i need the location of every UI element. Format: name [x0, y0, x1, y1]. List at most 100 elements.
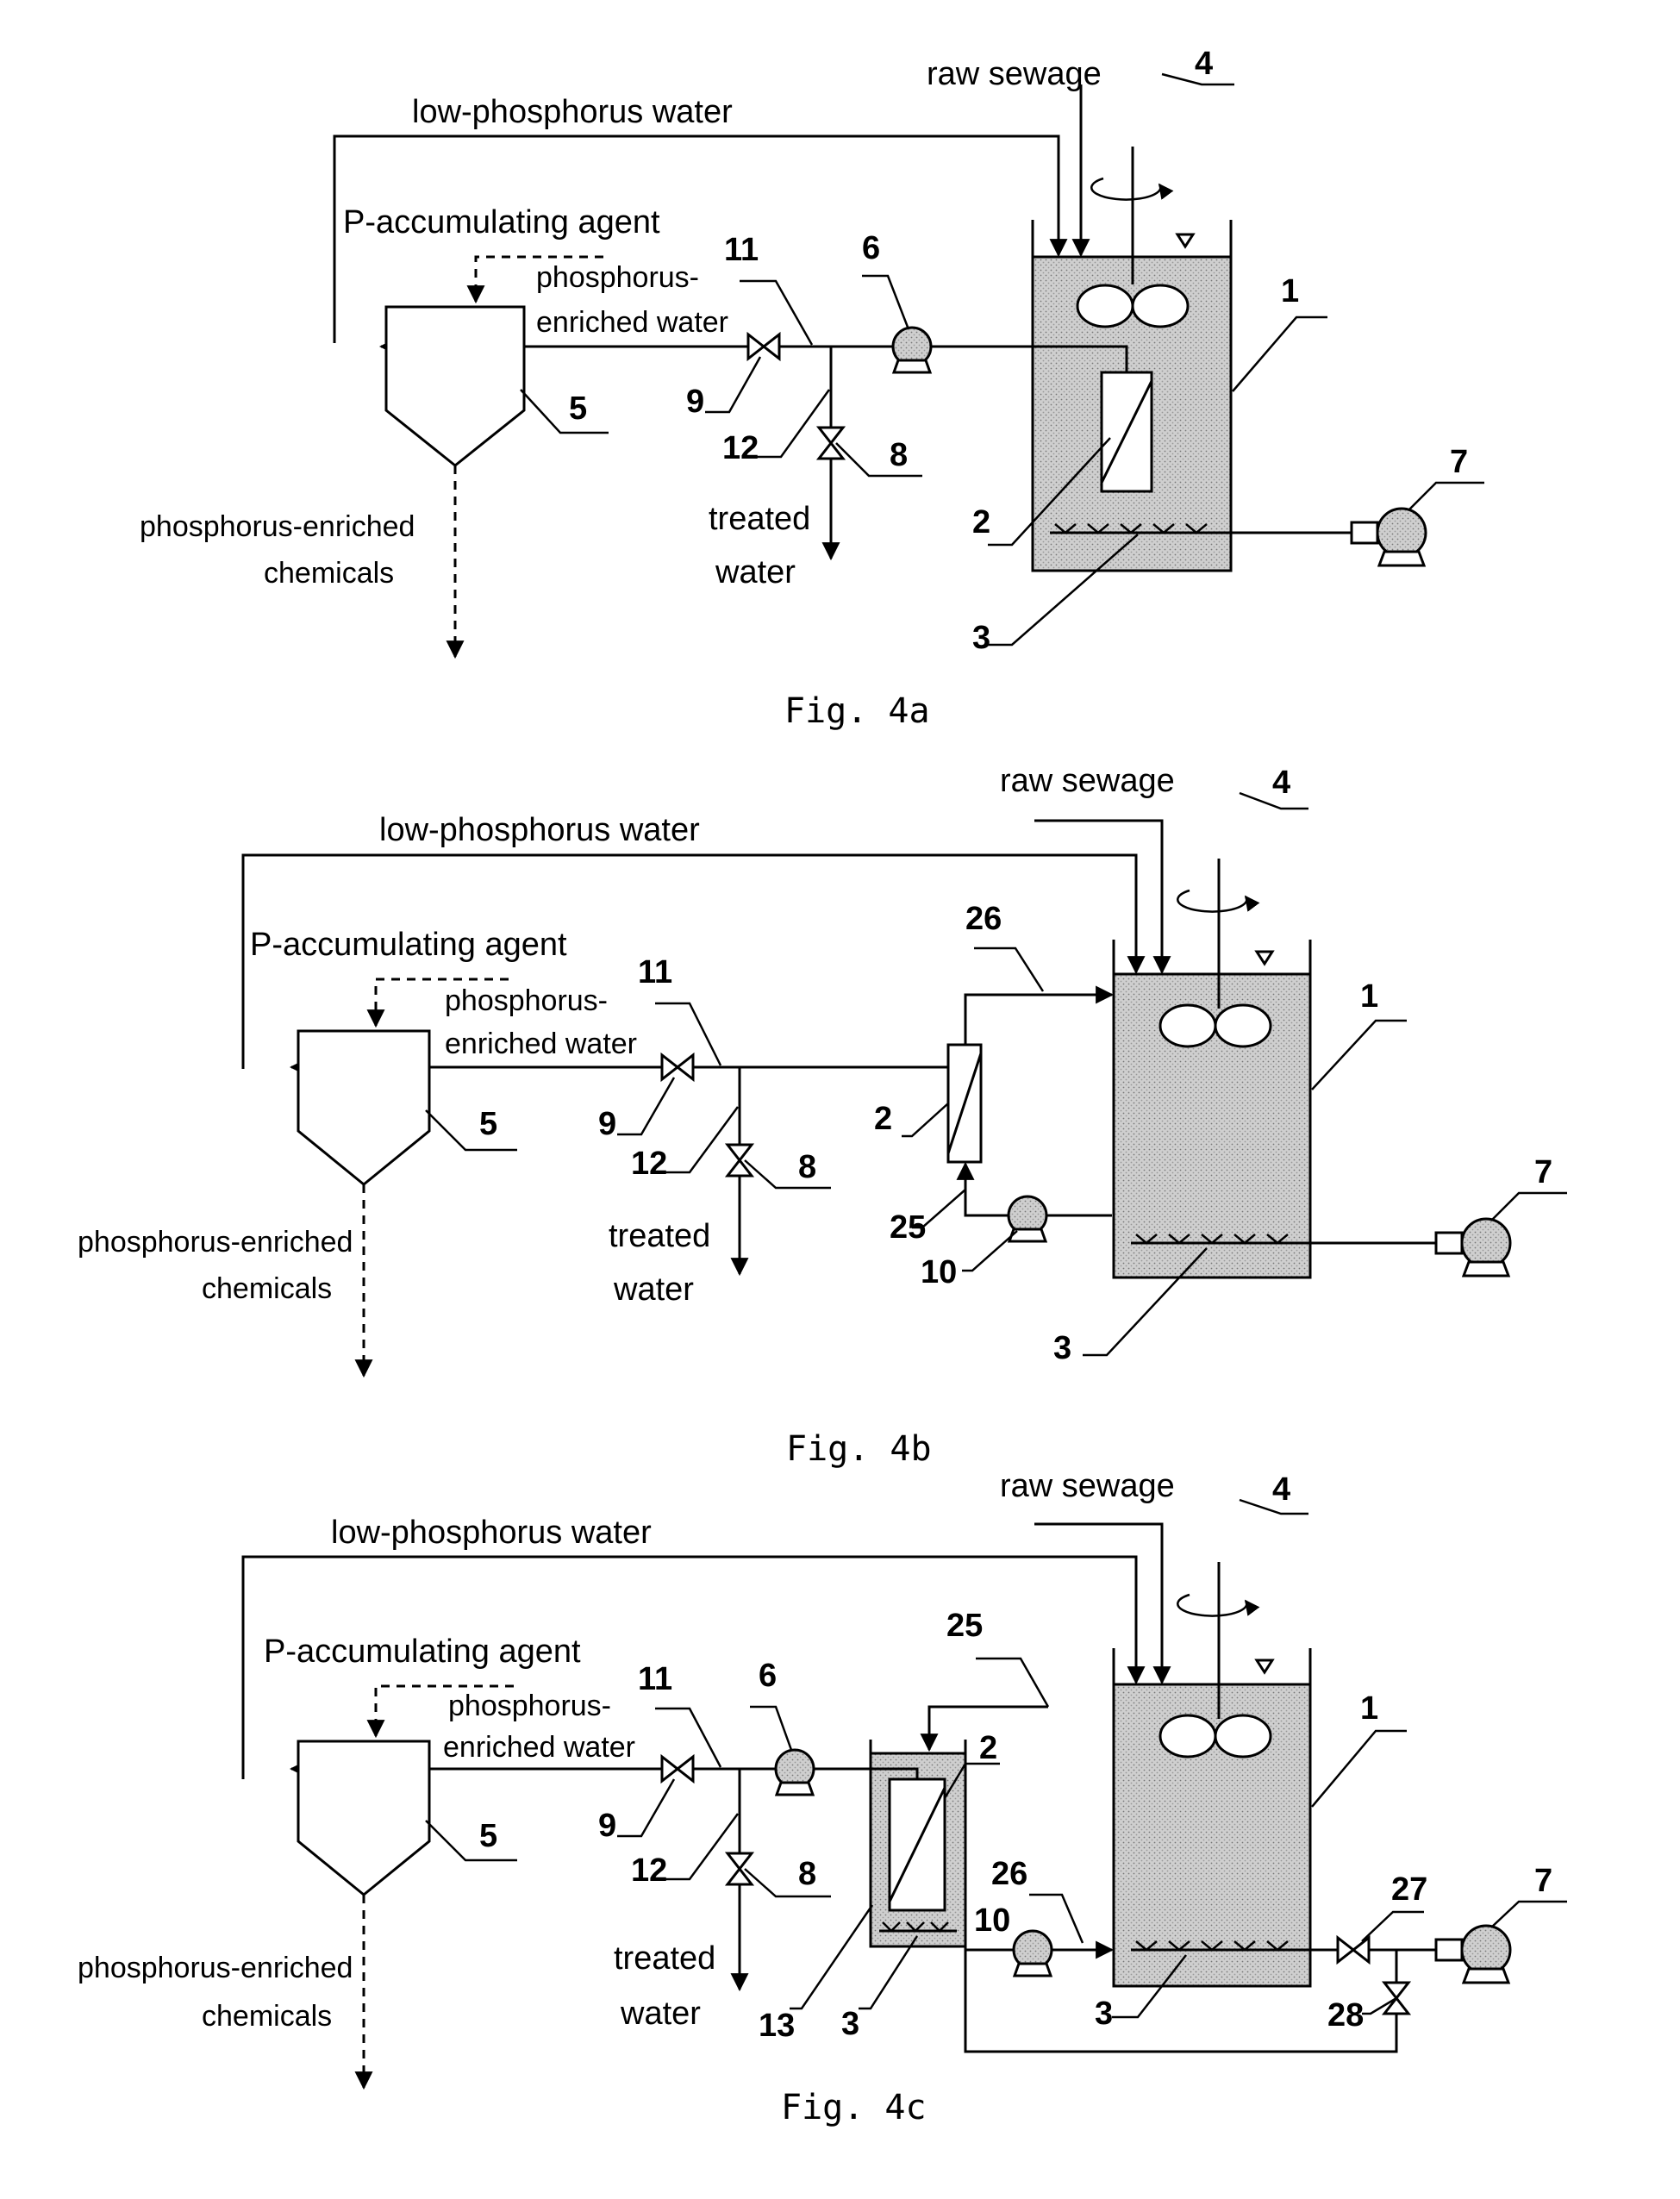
ref-6: 6: [862, 230, 880, 266]
leader-5: [521, 390, 609, 433]
figure-caption-4a: Fig. 4a: [784, 691, 930, 731]
ref-1: 1: [1360, 978, 1378, 1015]
phosphorus-recovery-tank: [386, 307, 524, 465]
blower-base: [1464, 1969, 1508, 1983]
leader-10: [962, 1231, 1017, 1271]
figure-caption-4b: Fig. 4b: [786, 1429, 932, 1469]
phosphorus-recovery-tank: [298, 1031, 429, 1184]
figure-4b: low-phosphorus water raw sewage treated …: [78, 763, 1567, 1469]
p-enriched-label-2: enriched water: [443, 1731, 635, 1764]
chemicals-label-2: chemicals: [202, 2000, 332, 2033]
ref-7: 7: [1450, 444, 1468, 480]
impeller-left: [1077, 285, 1133, 327]
blower-nozzle: [1436, 1940, 1462, 1960]
feed-to-membrane-line: [965, 1164, 1009, 1215]
leader-13: [790, 1905, 872, 2008]
concentrate-return-line: [965, 995, 1112, 1045]
p-agent-label: P-accumulating agent: [250, 927, 567, 963]
ref-4: 4: [1272, 765, 1290, 801]
ref-5: 5: [479, 1106, 497, 1142]
ref-7: 7: [1534, 1863, 1552, 1899]
leader-27: [1362, 1912, 1424, 1941]
leader-6: [862, 276, 909, 329]
ref-3: 3: [1053, 1330, 1071, 1366]
water-level-icon: [1257, 1660, 1272, 1672]
leader-8: [745, 1160, 831, 1188]
water-level-icon: [1257, 952, 1272, 964]
raw-sewage-label: raw sewage: [927, 56, 1102, 92]
treated-label-2: water: [613, 1271, 694, 1308]
pump-6-base: [777, 1783, 813, 1795]
low-phosphorus-label: low-phosphorus water: [412, 94, 733, 130]
leader-12: [665, 1814, 738, 1879]
chemicals-label-1: phosphorus-enriched: [140, 510, 415, 543]
ref-13: 13: [759, 2008, 795, 2044]
leader-8: [745, 1869, 831, 1896]
p-enriched-label-1: phosphorus-: [448, 1690, 611, 1722]
valve-8-icon: [728, 1853, 752, 1884]
ref-8: 8: [798, 1856, 816, 1892]
p-agent-label: P-accumulating agent: [343, 204, 660, 241]
leader-2: [902, 1103, 948, 1136]
ref-4: 4: [1272, 1471, 1290, 1508]
ref-11: 11: [724, 232, 759, 268]
leader-9: [617, 1078, 674, 1134]
figure-caption-4c: Fig. 4c: [781, 2088, 927, 2127]
treated-label-2: water: [620, 1996, 701, 2032]
leader-8: [836, 443, 922, 476]
raw-sewage-label: raw sewage: [1000, 763, 1175, 799]
ref-11: 11: [638, 954, 672, 990]
raw-sewage-label: raw sewage: [1000, 1468, 1175, 1504]
ref-28: 28: [1327, 1997, 1364, 2033]
valve-8-icon: [728, 1145, 752, 1176]
p-enriched-label-1: phosphorus-: [445, 984, 608, 1017]
leader-5: [426, 1821, 517, 1860]
treated-label-1: treated: [609, 1218, 710, 1254]
ref-3a: 3: [841, 2006, 859, 2042]
leader-7: [1408, 483, 1484, 510]
ref-3b: 3: [1095, 1996, 1113, 2032]
leader-1: [1312, 1021, 1407, 1090]
chemicals-label-1: phosphorus-enriched: [78, 1952, 353, 1984]
ref-1: 1: [1281, 273, 1299, 309]
raw-sewage-line: [1034, 1524, 1162, 1683]
blower-nozzle: [1352, 522, 1377, 543]
ref-25: 25: [890, 1209, 926, 1246]
leader-6: [750, 1707, 791, 1750]
low-phosphorus-label: low-phosphorus water: [379, 812, 700, 848]
leader-1: [1233, 317, 1327, 391]
blower-nozzle: [1436, 1233, 1462, 1253]
valve-9-icon: [662, 1757, 693, 1781]
leader-7: [1491, 1193, 1567, 1221]
impeller-right: [1215, 1005, 1271, 1046]
ref-6: 6: [759, 1658, 777, 1694]
ref-12: 12: [631, 1852, 667, 1889]
p-agent-label: P-accumulating agent: [264, 1634, 581, 1670]
leader-1: [1312, 1731, 1407, 1807]
ref-5: 5: [479, 1818, 497, 1854]
pump-base: [1009, 1229, 1046, 1241]
ref-3: 3: [972, 620, 990, 656]
leader-26: [974, 948, 1043, 991]
ref-2: 2: [979, 1730, 997, 1766]
ref-2: 2: [972, 504, 990, 540]
rotation-arrow-icon: [1091, 178, 1160, 200]
ref-7: 7: [1534, 1154, 1552, 1190]
ref-9: 9: [598, 1106, 616, 1142]
treated-label-2: water: [715, 554, 796, 590]
blower-base: [1464, 1262, 1508, 1276]
low-phosphorus-label: low-phosphorus water: [331, 1515, 652, 1551]
treated-label-1: treated: [709, 501, 810, 537]
valve-8-icon: [819, 428, 843, 459]
blower-icon: [1462, 1219, 1510, 1267]
ref-12: 12: [722, 430, 759, 466]
leader-9: [617, 1779, 674, 1836]
rotation-arrow-icon: [1177, 1595, 1246, 1616]
leader-9: [705, 357, 760, 412]
valve-9-icon: [748, 334, 779, 359]
ref-8: 8: [890, 437, 908, 473]
p-enriched-label-1: phosphorus-: [536, 261, 699, 294]
chemicals-label-2: chemicals: [264, 557, 394, 590]
ref-9: 9: [686, 384, 704, 420]
